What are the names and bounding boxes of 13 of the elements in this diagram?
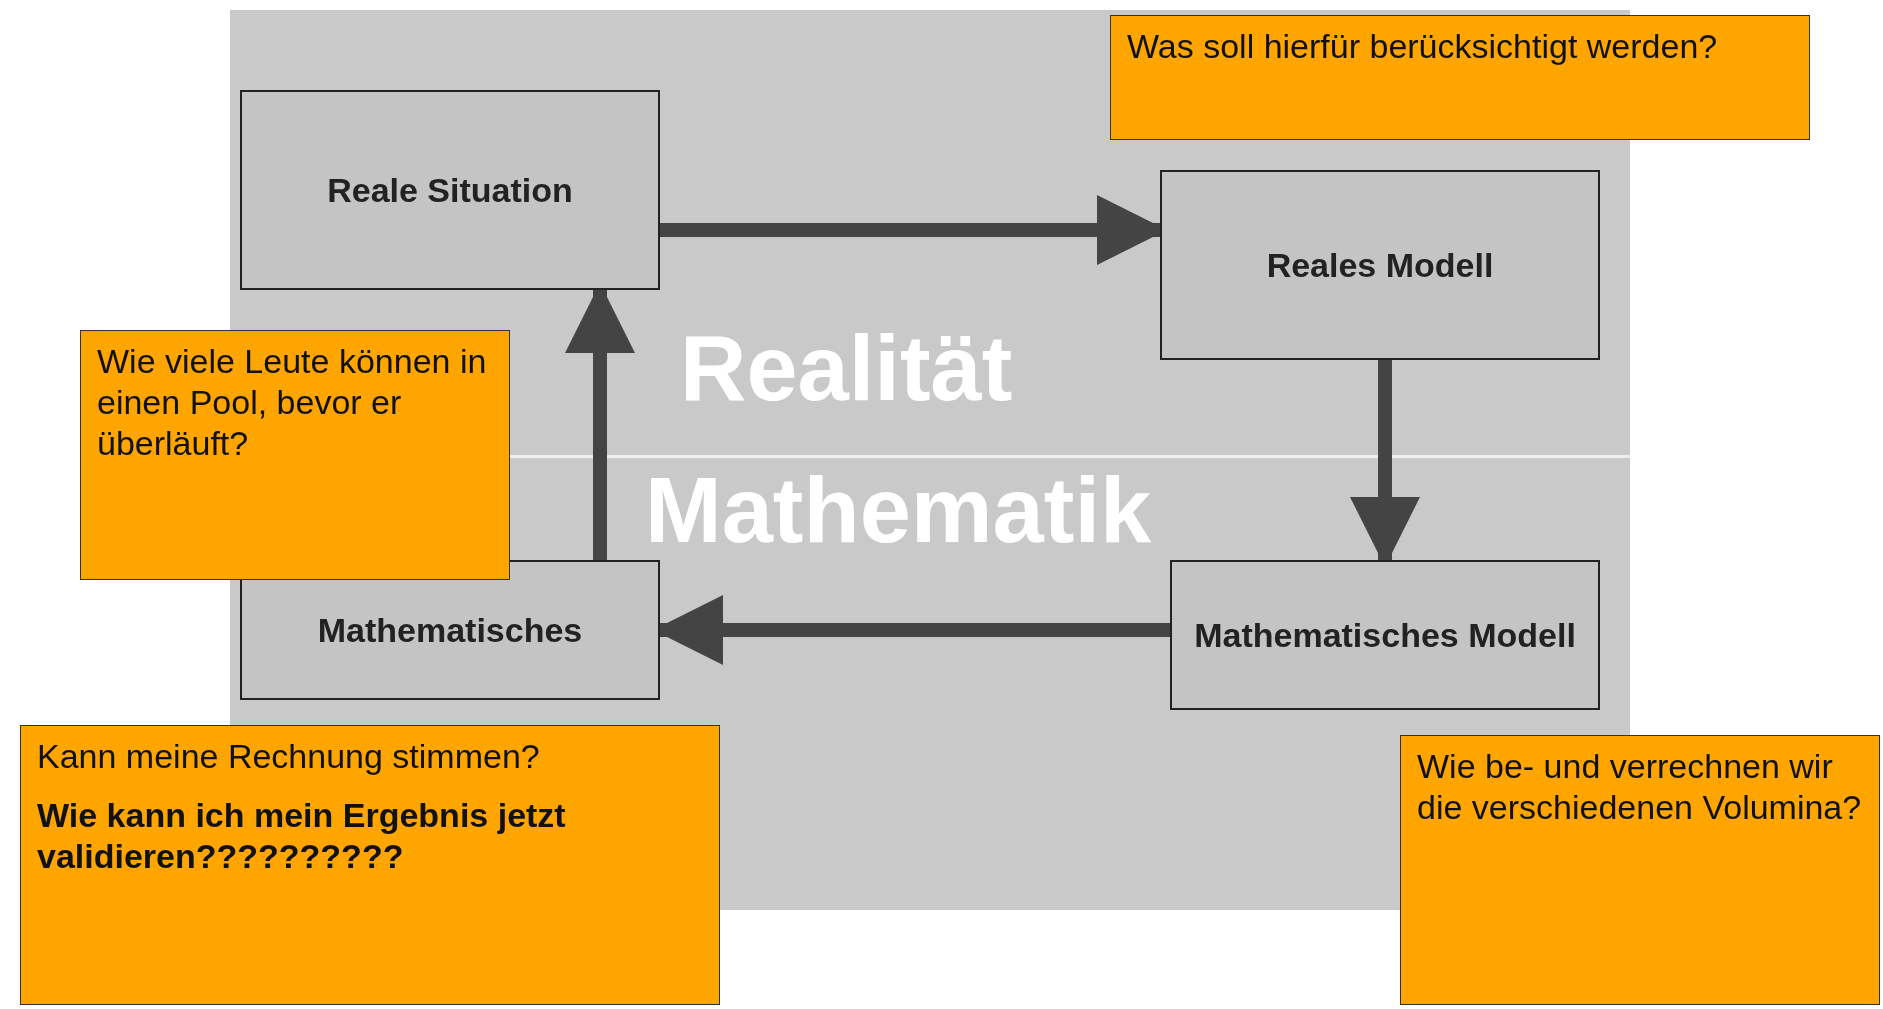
callout-text: Wie viele Leute können in einen Pool, bevor er überläuft?	[97, 341, 488, 464]
process-box: Reale Situation	[240, 90, 660, 290]
callout-box	[1400, 735, 1880, 1005]
process-box: Mathematisches	[240, 560, 660, 700]
callout-text: Kann meine Rechnung stimmen?	[37, 736, 541, 777]
callout-text: Wie be- und verrechnen wir die verschiedenen Volumina?	[1417, 746, 1863, 828]
callout-text: Was soll hierfür berücksichtigt werden?	[1127, 26, 1719, 67]
callout-box	[20, 725, 720, 1005]
callout-text: Wie kann ich mein Ergebnis jetzt validieren??????????	[37, 794, 567, 877]
process-box: Mathematisches Modell	[1170, 560, 1600, 710]
callout-box	[1110, 15, 1810, 140]
callout-box	[80, 330, 510, 580]
process-box: Reales Modell	[1160, 170, 1600, 360]
